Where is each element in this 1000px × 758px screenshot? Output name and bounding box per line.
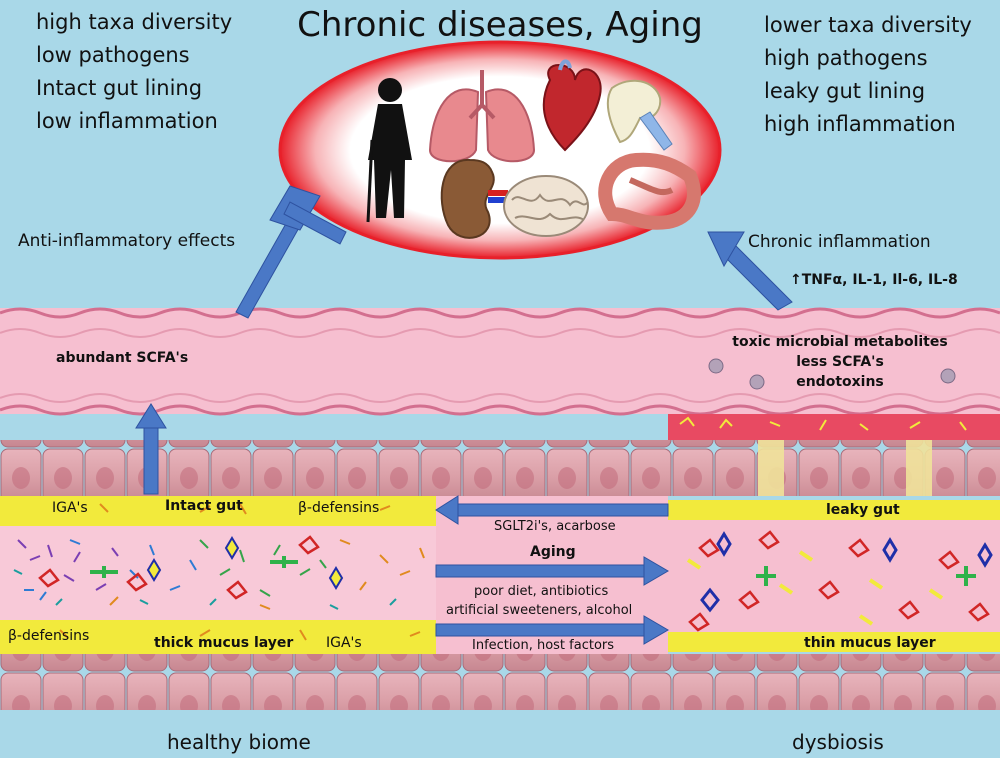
chronic-inflammation-label: Chronic inflammation	[748, 232, 931, 252]
healthy-trait: low pathogens	[36, 43, 190, 67]
dysbiosis-rods	[686, 550, 944, 626]
abundant-scfa-label: abundant SCFA's	[56, 350, 189, 366]
healthy-defensins-top: β-defensins	[298, 500, 380, 516]
dysbiosis-pathogens	[688, 530, 990, 632]
healthy-lumen	[0, 526, 436, 620]
dysbiosis-vessel-labels: toxic microbial metabolites less SCFA's …	[700, 332, 980, 392]
elderly-person-icon	[366, 78, 412, 223]
diet-antibiotics-label: poor diet, antibiotics	[474, 584, 609, 599]
healthy-iga-top: IGA's	[52, 500, 88, 516]
sweeteners-alcohol-label: artificial sweeteners, alcohol	[446, 603, 633, 618]
aging-factor-label: Aging	[530, 544, 576, 560]
intestine-icon	[598, 152, 701, 230]
anti-inflammatory-label: Anti-inflammatory effects	[18, 231, 236, 251]
dysbiosis-mucus-top	[668, 500, 1000, 520]
healthy-defensins-bottom: β-defensins	[8, 628, 90, 644]
epithelium-lower	[0, 654, 1000, 710]
dysbiosis-mucus-bottom	[668, 632, 1000, 652]
arrow-aging	[435, 556, 669, 586]
dysbiosis-traits-list: lower taxa diversity high pathogens leak…	[764, 9, 972, 141]
brain-icon	[503, 175, 589, 237]
sglt2-acarbose-label: SGLT2i's, acarbose	[494, 519, 616, 534]
thin-mucus-label: thin mucus layer	[804, 635, 936, 651]
heart-icon	[542, 59, 602, 152]
healthy-diamonds	[146, 536, 344, 590]
healthy-traits-list: high taxa diversity low pathogens Intact…	[36, 6, 232, 138]
arrow-scfa-up	[135, 403, 167, 495]
thick-mucus-label: thick mucus layer	[154, 635, 294, 651]
dysbiosis-lumen	[668, 520, 1000, 632]
epithelium-upper	[0, 440, 1000, 496]
intact-gut-label: Intact gut	[165, 498, 243, 514]
dysbiosis-trait: leaky gut lining	[764, 79, 926, 103]
vessel-toxic-label: toxic microbial metabolites	[732, 334, 948, 350]
leak-gap-1	[758, 440, 784, 496]
dysbiosis-label: dysbiosis	[792, 730, 884, 754]
vessel-less-scfa-label: less SCFA's	[796, 354, 884, 370]
healthy-microbes	[13, 539, 425, 610]
hip-joint-icon	[606, 79, 673, 151]
healthy-trait: high taxa diversity	[36, 10, 233, 34]
diagram-title: Chronic diseases, Aging	[297, 5, 703, 45]
dysbiosis-trait: high pathogens	[764, 46, 928, 70]
healthy-mucus-bottom	[0, 620, 436, 654]
vessel-leak-zone	[668, 414, 1000, 440]
dysbiosis-trait: lower taxa diversity	[764, 13, 972, 37]
dysbiosis-plus-microbes	[756, 566, 976, 586]
healthy-mucus-microbes	[59, 503, 421, 641]
arrow-chronic-inflammation	[707, 231, 793, 311]
healthy-plus-microbes	[90, 556, 298, 578]
healthy-pathogens	[38, 535, 320, 600]
endotoxin-particles	[708, 358, 956, 390]
dysbiosis-trait: high inflammation	[764, 112, 956, 136]
cytokines-label: ↑TNFα, IL-1, Il-6, IL-8	[790, 272, 958, 288]
inhibit-bar	[283, 201, 347, 245]
vessel-endotoxins-label: endotoxins	[796, 374, 884, 390]
kidney-icon	[440, 158, 508, 239]
infection-host-label: Infection, host factors	[472, 638, 615, 653]
arrow-to-healthy	[435, 495, 669, 525]
dysbiosis-diamonds	[700, 531, 993, 613]
healthy-biome-label: healthy biome	[167, 730, 311, 754]
healthy-trait: low inflammation	[36, 109, 218, 133]
healthy-mucus-top	[0, 496, 436, 526]
lungs-icon	[428, 70, 536, 163]
arrow-anti-inflammatory	[235, 185, 321, 319]
healthy-trait: Intact gut lining	[36, 76, 203, 100]
arrow-infection	[435, 615, 669, 645]
leaky-gut-label: leaky gut	[826, 502, 900, 518]
healthy-iga-bottom: IGA's	[326, 635, 362, 651]
leak-gap-2	[906, 440, 932, 496]
